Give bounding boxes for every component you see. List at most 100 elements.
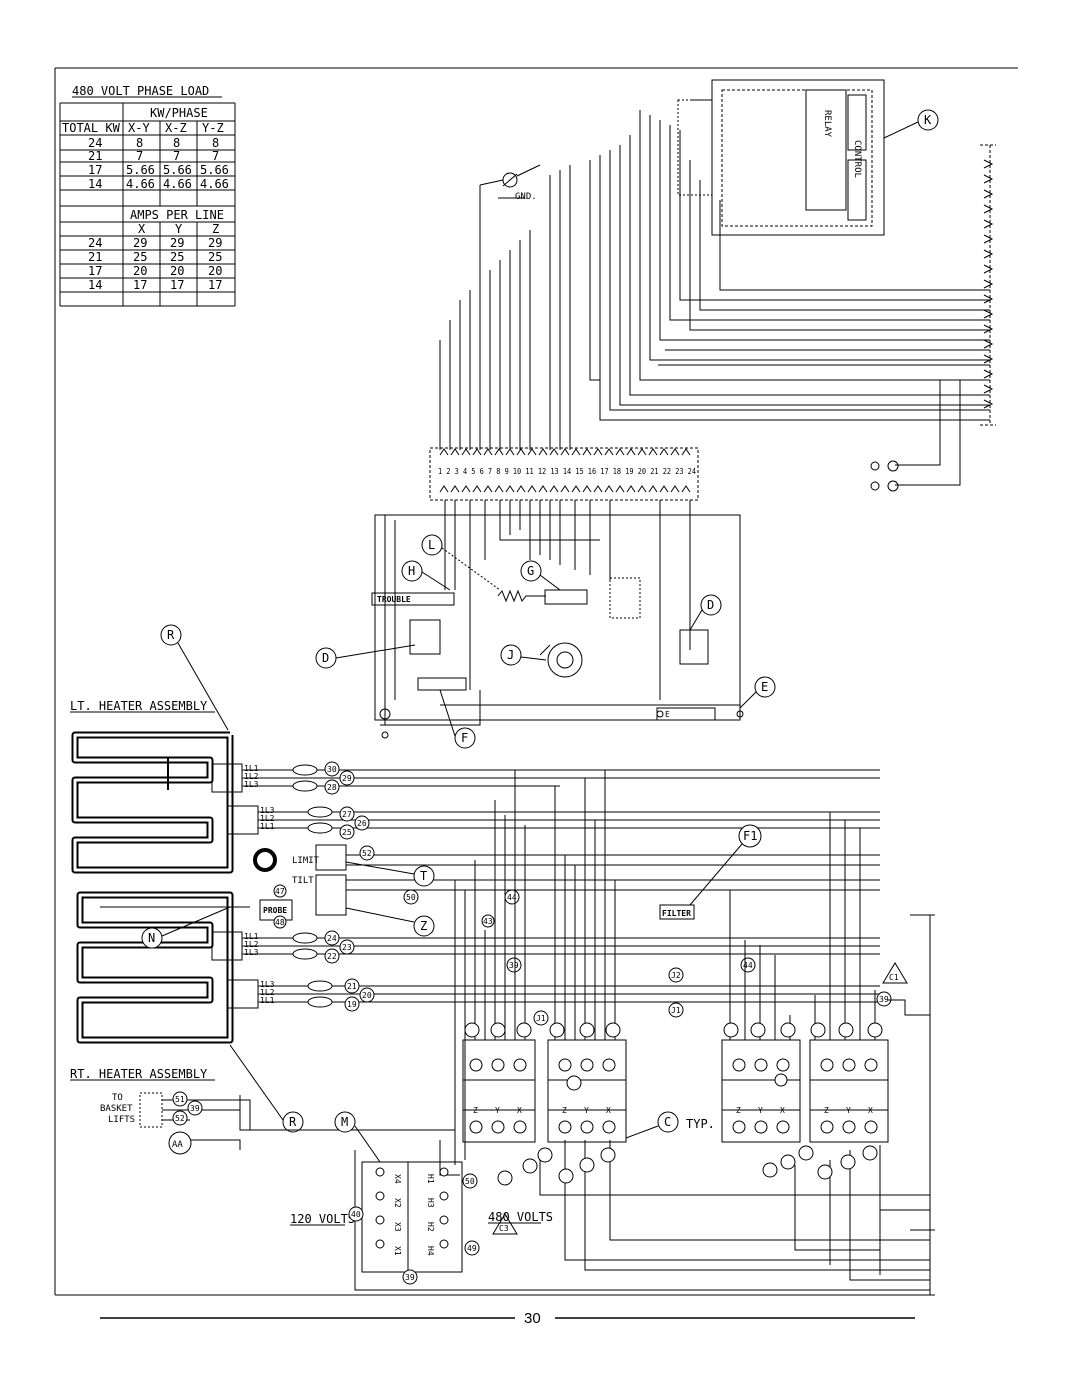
amps-cell: 25 <box>133 250 147 264</box>
terminal-label: 1L1 <box>244 932 259 941</box>
terminal-numbers: 1 2 3 4 5 6 7 8 9 10 11 12 13 14 15 16 1… <box>438 467 696 476</box>
contactor-term: Y <box>846 1106 851 1115</box>
triangle-c1: C1 <box>882 962 908 984</box>
control-relay-label: CONTROL <box>852 140 862 178</box>
amps-cell: 25 <box>170 250 184 264</box>
amps-cell: 21 <box>88 250 102 264</box>
wire-number: J1 <box>671 1006 681 1015</box>
wire-bus <box>439 99 990 486</box>
basket-lifts-label: LIFTS <box>108 1115 135 1125</box>
wire-number: 44 <box>743 961 753 970</box>
callout-l: L <box>421 534 501 591</box>
transformer-term: X1 <box>393 1246 402 1256</box>
amps-cell: 29 <box>208 236 222 250</box>
callout-d-left: D <box>315 644 416 669</box>
amps-col-header: Y <box>175 222 183 236</box>
callout-f1: F1 <box>689 824 762 906</box>
wire-number: 21 <box>347 982 357 991</box>
wire-number-bubbles: 30 29 28 27 26 25 52 24 23 22 21 20 19 4… <box>273 761 892 1026</box>
transformer-term: X4 <box>393 1174 402 1184</box>
callout-label: Z <box>420 919 427 933</box>
transformer-bubbles: 40 50 49 39 <box>348 1173 480 1285</box>
kw-cell: 5.66 <box>163 163 192 177</box>
callout-label: K <box>924 113 932 127</box>
wire-number: 23 <box>342 943 352 952</box>
wire-number: 26 <box>357 819 367 828</box>
callout-label: L <box>428 538 435 552</box>
kw-cell: 7 <box>136 149 143 163</box>
basket-lifts-label: BASKET <box>100 1104 133 1114</box>
transformer-term: X2 <box>393 1198 402 1208</box>
amps-cell: 24 <box>88 236 102 250</box>
terminal-label: 1L1 <box>244 764 259 773</box>
lt-heater-element-inner <box>73 733 232 872</box>
callout-aa: AA <box>168 1131 241 1155</box>
amps-cell: 14 <box>88 278 102 292</box>
wire-number: 39 <box>190 1104 200 1113</box>
callout-h: H <box>401 560 451 591</box>
terminal-label: 1L1 <box>260 822 275 831</box>
callout-label: C <box>664 1115 671 1129</box>
limit-label: LIMIT <box>292 856 320 866</box>
heater-terminal-blocks <box>211 763 347 1009</box>
amps-cell: 20 <box>170 264 184 278</box>
kw-cell: 4.66 <box>200 177 229 191</box>
ground-symbol <box>479 164 541 210</box>
kw-cell: 7 <box>173 149 180 163</box>
callout-j: J <box>500 644 547 666</box>
wire-number: 27 <box>342 810 352 819</box>
wire-number: 39 <box>509 961 519 970</box>
terminal-label: 1L2 <box>244 772 259 781</box>
contactor-term: Y <box>758 1106 763 1115</box>
callout-k: K <box>883 109 939 139</box>
wire-number: 25 <box>342 828 352 837</box>
transformer-term: X3 <box>393 1222 402 1232</box>
callout-m: M <box>334 1111 381 1163</box>
transformer-term: H1 <box>426 1174 435 1184</box>
callout-n: N <box>141 906 231 949</box>
basket-lift-bubbles: 51 39 52 <box>172 1091 203 1126</box>
triangle-c3: C3 <box>492 1213 518 1235</box>
plug-connectors <box>870 460 899 492</box>
kw-cell: 5.66 <box>200 163 229 177</box>
e-relay-label: E <box>665 710 670 719</box>
callout-c: C <box>625 1111 679 1139</box>
typ-label: TYP. <box>686 1117 715 1131</box>
wire-number: 49 <box>467 1244 477 1253</box>
contactor-leads <box>239 770 931 1295</box>
inline-fuses <box>292 764 333 1008</box>
heater-leads <box>242 769 880 1003</box>
table-title: 480 VOLT PHASE LOAD <box>72 84 209 98</box>
contactor-wire-bubbles <box>464 1022 883 1186</box>
amps-cell: 20 <box>208 264 222 278</box>
terminal-label: 1L3 <box>244 780 259 789</box>
callout-label: AA <box>172 1140 183 1150</box>
tilt-label: TILT <box>292 876 314 886</box>
callout-e: E <box>739 676 776 709</box>
gnd-label: GND. <box>515 192 537 202</box>
amps-col-header: X <box>138 222 146 236</box>
terminal-label: 1L1 <box>260 996 275 1005</box>
rt-heater-element-inner <box>78 893 232 1042</box>
callout-label: F <box>461 731 468 745</box>
amps-cell: 25 <box>208 250 222 264</box>
kw-cell: 4.66 <box>163 177 192 191</box>
page-number: 30 <box>524 1310 541 1327</box>
contactor-term: Y <box>495 1106 500 1115</box>
wire-number: 19 <box>347 1000 357 1009</box>
kw-cell: 8 <box>212 136 219 150</box>
wire-number: 28 <box>327 783 337 792</box>
basket-lifts-label: TO <box>112 1093 123 1103</box>
wire-number: 20 <box>362 991 372 1000</box>
terminal-label: 1L2 <box>244 940 259 949</box>
wire-number: 44 <box>507 893 517 902</box>
right-side-wires <box>910 914 935 1231</box>
transformer-term: H4 <box>426 1246 435 1256</box>
contactor-term: Y <box>584 1106 589 1115</box>
callout-label: D <box>322 651 329 665</box>
amps-cell: 17 <box>170 278 184 292</box>
high-limit-coil <box>253 848 277 872</box>
kw-cell: 21 <box>88 149 102 163</box>
callout-label: N <box>148 931 155 945</box>
callout-label: E <box>761 680 768 694</box>
